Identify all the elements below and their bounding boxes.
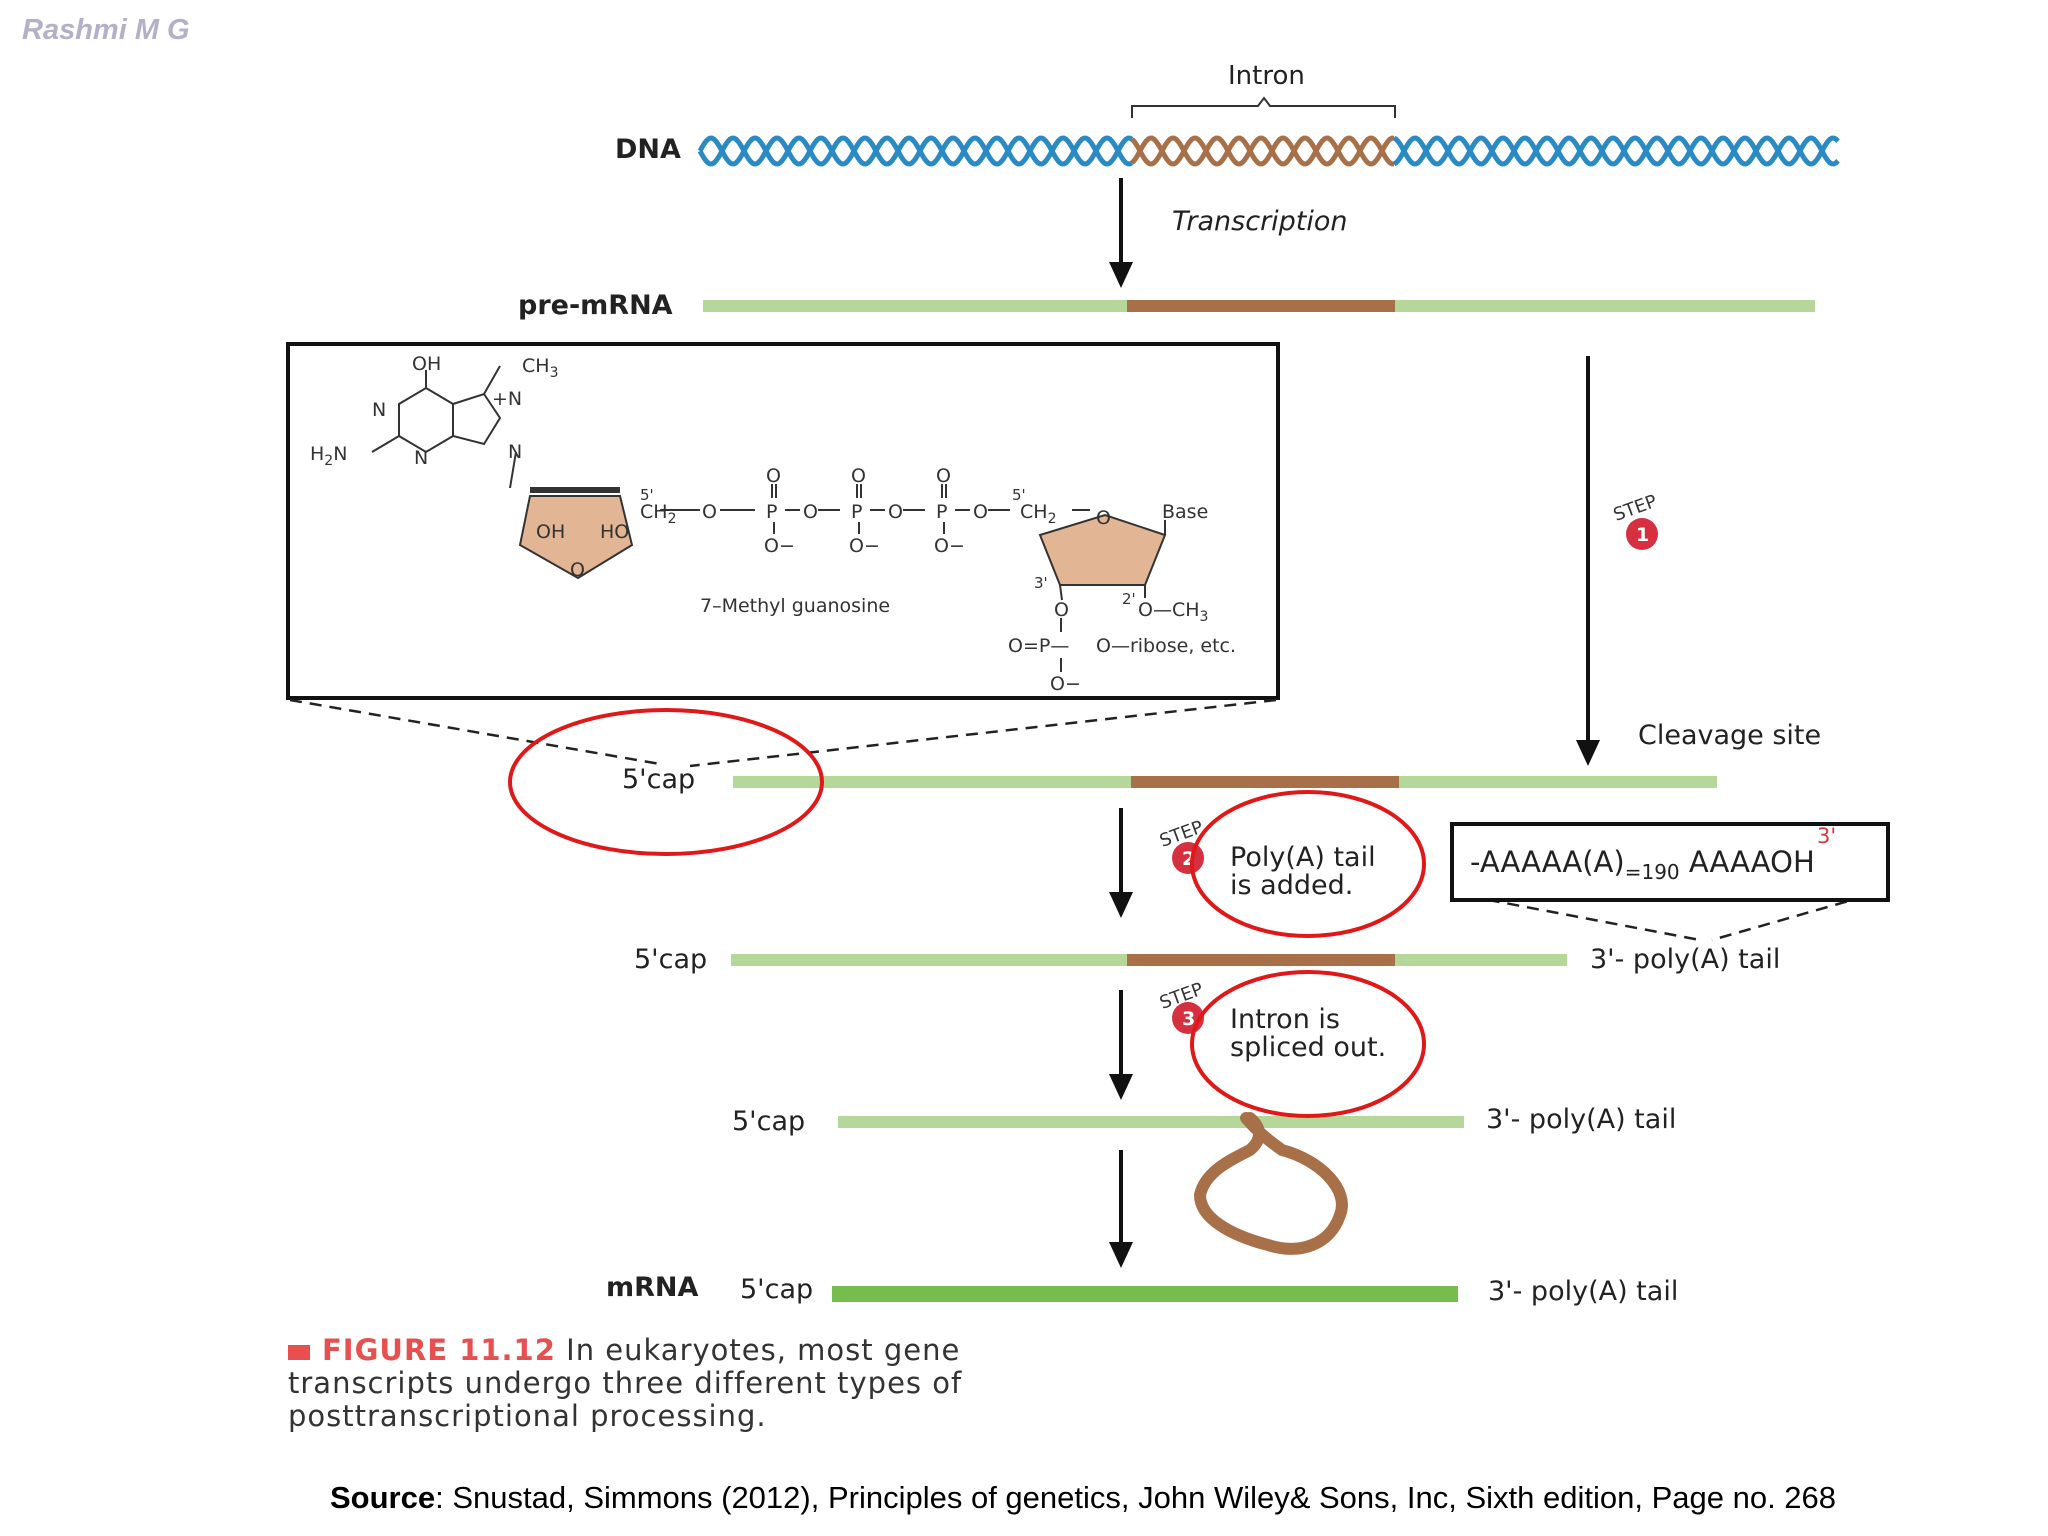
polya-sequence: -AAAAA(A)=190 AAAAOH (1470, 845, 1815, 884)
tail-label-row3: 3'- poly(A) tail (1590, 944, 1780, 975)
o-minus-bottom: O− (1050, 673, 1081, 695)
highlight-splice (1190, 970, 1426, 1118)
step1-badge: STEP 1 (1611, 491, 1660, 550)
mrna-label: mRNA (606, 1272, 699, 1303)
base-label: Base (1162, 501, 1208, 523)
cap-label-mrna: 5'cap (740, 1274, 813, 1305)
figure-number: FIGURE 11.12 (322, 1333, 556, 1367)
n-2: N (414, 447, 428, 469)
caption-line3: posttranscriptional processing. (288, 1399, 767, 1433)
intron-lariat (1193, 1112, 1348, 1255)
h2n-label: H2N (310, 443, 347, 469)
caption-line1: In eukaryotes, most gene (566, 1333, 961, 1367)
tail-label-row4: 3'- poly(A) tail (1486, 1104, 1676, 1135)
dna-label: DNA (615, 134, 681, 165)
oh-top: OH (412, 353, 441, 375)
step3-line1: Intron is (1230, 1004, 1340, 1035)
mature-mrna-strand (832, 1286, 1458, 1302)
step3-arrow (1109, 990, 1133, 1100)
pre-mrna-strand (703, 300, 1815, 312)
tail-label-mrna: 3'- poly(A) tail (1488, 1276, 1678, 1307)
o-2: O (803, 501, 818, 523)
o-4: O (973, 501, 988, 523)
final-arrow (1109, 1150, 1133, 1268)
dna-helix (697, 135, 1840, 167)
highlight-polya (1190, 790, 1426, 938)
n-3: N (508, 441, 522, 463)
step1-arrow (1576, 356, 1600, 766)
transcription-arrow (1109, 178, 1133, 288)
caption-marker (288, 1344, 310, 1360)
och3-label: O—CH3 (1138, 599, 1208, 625)
caption-line2: transcripts undergo three different type… (288, 1366, 963, 1400)
o-1: O (702, 501, 717, 523)
methyl-guanosine-label: 7–Methyl guanosine (700, 595, 890, 617)
o-eq-p: O=P— (1008, 635, 1069, 657)
intron-label: Intron (1228, 61, 1305, 91)
o-3prime: O (1054, 599, 1069, 621)
o-3: O (888, 501, 903, 523)
o-top-2: O (851, 465, 866, 487)
methyl-guanosine-structure (371, 365, 1167, 672)
ch2-right: CH2 (1020, 501, 1056, 527)
polya-three-prime: 3' (1817, 824, 1837, 848)
cap-label-row4: 5'cap (732, 1106, 805, 1137)
ch2-left: CH2 (640, 501, 676, 527)
step3-badge: STEP 3 (1157, 979, 1206, 1034)
svg-text:1: 1 (1636, 524, 1649, 546)
p-2: P (851, 501, 862, 523)
intron-bracket (1131, 96, 1396, 118)
five-prime-left: 5' (640, 486, 654, 504)
spliced-strand (838, 1116, 1464, 1128)
cleavage-site-label: Cleavage site (1638, 720, 1821, 751)
pre-mrna-label: pre-mRNA (518, 290, 673, 321)
oh-ring: OH (536, 521, 565, 543)
o-ring-right: O (1096, 507, 1111, 529)
step3-line2: spliced out. (1230, 1032, 1386, 1063)
box-dashed-lines (289, 698, 1277, 768)
p-3: P (936, 501, 947, 523)
capped-strand (733, 776, 1717, 788)
highlight-5cap (508, 708, 824, 856)
o-top-1: O (766, 465, 781, 487)
step2-line1: Poly(A) tail (1230, 842, 1376, 873)
p-1: P (766, 501, 777, 523)
ch3-top: CH3 (522, 355, 558, 381)
figure-caption: FIGURE 11.12 In eukaryotes, most gene tr… (288, 1334, 962, 1433)
ho-ring: HO (600, 521, 629, 543)
two-prime-label: 2' (1122, 590, 1136, 608)
o-ring-left: O (570, 559, 585, 581)
cap-label-row3: 5'cap (634, 944, 707, 975)
ribose-label: O—ribose, etc. (1096, 635, 1236, 657)
polya-sequence-box (1450, 822, 1890, 902)
structure-labels: OH CH3 +N N H2N N N OH HO O 5' CH2 O P O… (310, 353, 1236, 695)
o-minus-2: O− (849, 535, 880, 557)
o-top-3: O (936, 465, 951, 487)
step2-line2: is added. (1230, 870, 1353, 901)
step2-badge: STEP 2 (1157, 817, 1206, 874)
cap-label-row2: 5'cap (622, 764, 695, 795)
author-label: Rashmi M G (22, 14, 190, 46)
highlight-circles (508, 708, 1426, 1118)
svg-text:3: 3 (1182, 1008, 1195, 1030)
transcription-label: Transcription (1172, 206, 1348, 237)
o-minus-1: O− (764, 535, 795, 557)
polya-dashed-lines (1467, 894, 1867, 942)
n-plus: +N (492, 388, 522, 410)
polyadenylated-strand (731, 954, 1567, 966)
o-minus-3: O− (934, 535, 965, 557)
five-prime-right: 5' (1012, 486, 1026, 504)
three-prime-label: 3' (1034, 574, 1048, 592)
source-citation: Source: Snustad, Simmons (2012), Princip… (330, 1480, 1837, 1515)
n-1: N (372, 399, 386, 421)
step2-arrow (1109, 808, 1133, 918)
